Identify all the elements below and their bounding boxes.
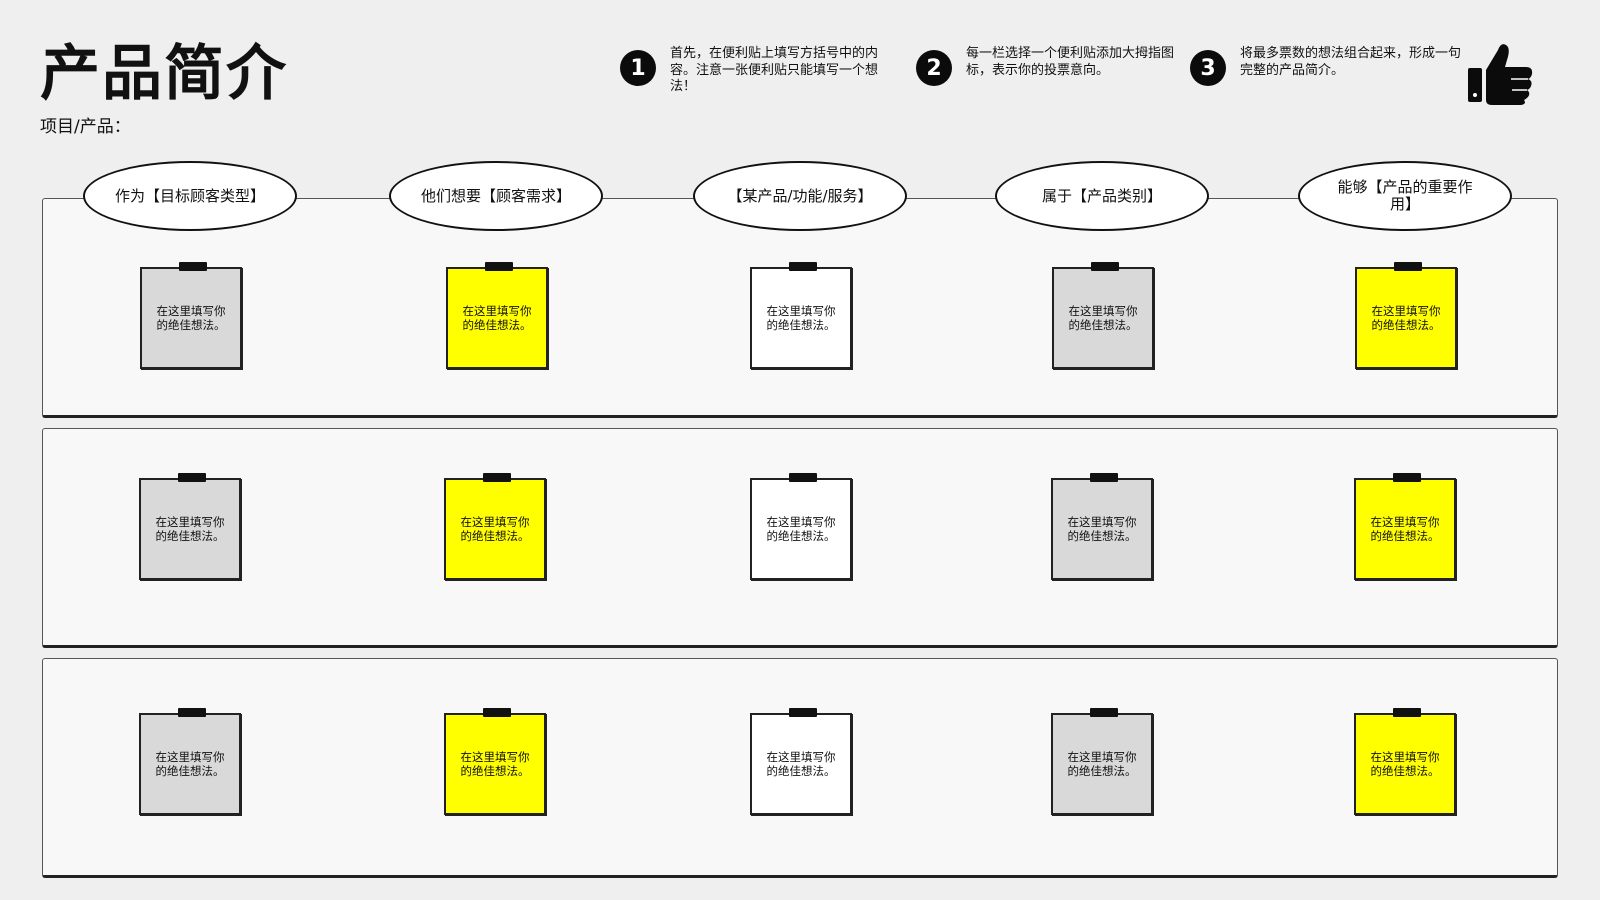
sticky-note-text[interactable]: 在这里填写你的绝佳想法。 bbox=[1067, 515, 1137, 543]
instruction-step-3: 3 将最多票数的想法组合起来，形成一句完整的产品简介。 bbox=[1190, 46, 1462, 86]
sticky-note-text[interactable]: 在这里填写你的绝佳想法。 bbox=[766, 750, 836, 778]
page-title: 产品简介 bbox=[40, 39, 288, 109]
tape-strip bbox=[483, 473, 511, 482]
tape-strip bbox=[485, 262, 513, 271]
step-number-badge: 3 bbox=[1190, 50, 1226, 86]
instruction-step-1: 1 首先，在便利贴上填写方括号中的内容。注意一张便利贴只能填写一个想法！ bbox=[620, 46, 892, 96]
sticky-note[interactable]: 在这里填写你的绝佳想法。 bbox=[750, 473, 852, 580]
tape-strip bbox=[1090, 473, 1118, 482]
sticky-note[interactable]: 在这里填写你的绝佳想法。 bbox=[139, 473, 241, 580]
tape-strip bbox=[789, 473, 817, 482]
sticky-note[interactable]: 在这里填写你的绝佳想法。 bbox=[446, 262, 548, 369]
sticky-note[interactable]: 在这里填写你的绝佳想法。 bbox=[1051, 708, 1153, 815]
sticky-note[interactable]: 在这里填写你的绝佳想法。 bbox=[140, 262, 242, 369]
step-text: 每一栏选择一个便利贴添加大拇指图标，表示你的投票意向。 bbox=[966, 46, 1175, 78]
sticky-note-text[interactable]: 在这里填写你的绝佳想法。 bbox=[1371, 304, 1441, 332]
sticky-note-text[interactable]: 在这里填写你的绝佳想法。 bbox=[766, 304, 836, 332]
sticky-note-text[interactable]: 在这里填写你的绝佳想法。 bbox=[156, 304, 226, 332]
tape-strip bbox=[1091, 262, 1119, 271]
sticky-note[interactable]: 在这里填写你的绝佳想法。 bbox=[750, 708, 852, 815]
sticky-note-text[interactable]: 在这里填写你的绝佳想法。 bbox=[1370, 515, 1440, 543]
sticky-note[interactable]: 在这里填写你的绝佳想法。 bbox=[1052, 262, 1154, 369]
column-header-target-customer: 作为【目标顾客类型】 bbox=[83, 161, 297, 231]
sticky-note[interactable]: 在这里填写你的绝佳想法。 bbox=[139, 708, 241, 815]
thumbs-up-icon[interactable] bbox=[1466, 40, 1536, 106]
tape-strip bbox=[178, 473, 206, 482]
sticky-note-text[interactable]: 在这里填写你的绝佳想法。 bbox=[1068, 304, 1138, 332]
tape-strip bbox=[178, 708, 206, 717]
step-text: 首先，在便利贴上填写方括号中的内容。注意一张便利贴只能填写一个想法！ bbox=[670, 46, 879, 94]
step-number-badge: 2 bbox=[916, 50, 952, 86]
sticky-note[interactable]: 在这里填写你的绝佳想法。 bbox=[1354, 473, 1456, 580]
project-product-label: 项目/产品： bbox=[40, 117, 131, 137]
sticky-note[interactable]: 在这里填写你的绝佳想法。 bbox=[1354, 708, 1456, 815]
tape-strip bbox=[1090, 708, 1118, 717]
sticky-note-text[interactable]: 在这里填写你的绝佳想法。 bbox=[155, 750, 225, 778]
sticky-note-text[interactable]: 在这里填写你的绝佳想法。 bbox=[462, 304, 532, 332]
sticky-note-text[interactable]: 在这里填写你的绝佳想法。 bbox=[1370, 750, 1440, 778]
sticky-note-text[interactable]: 在这里填写你的绝佳想法。 bbox=[460, 515, 530, 543]
sticky-note[interactable]: 在这里填写你的绝佳想法。 bbox=[444, 708, 546, 815]
tape-strip bbox=[789, 708, 817, 717]
step-text: 将最多票数的想法组合起来，形成一句完整的产品简介。 bbox=[1240, 46, 1462, 78]
sticky-note-text[interactable]: 在这里填写你的绝佳想法。 bbox=[1067, 750, 1137, 778]
sticky-note[interactable]: 在这里填写你的绝佳想法。 bbox=[1051, 473, 1153, 580]
tape-strip bbox=[483, 708, 511, 717]
tape-strip bbox=[1393, 708, 1421, 717]
sticky-note[interactable]: 在这里填写你的绝佳想法。 bbox=[1355, 262, 1457, 369]
column-header-product-feature-service: 【某产品/功能/服务】 bbox=[693, 161, 907, 231]
tape-strip bbox=[789, 262, 817, 271]
tape-strip bbox=[1393, 473, 1421, 482]
sticky-note[interactable]: 在这里填写你的绝佳想法。 bbox=[444, 473, 546, 580]
column-header-product-category: 属于【产品类别】 bbox=[995, 161, 1209, 231]
step-number-badge: 1 bbox=[620, 50, 656, 86]
instruction-step-2: 2 每一栏选择一个便利贴添加大拇指图标，表示你的投票意向。 bbox=[916, 46, 1188, 86]
tape-strip bbox=[1394, 262, 1422, 271]
board-row-2 bbox=[42, 428, 1558, 648]
sticky-note-text[interactable]: 在这里填写你的绝佳想法。 bbox=[155, 515, 225, 543]
sticky-note[interactable]: 在这里填写你的绝佳想法。 bbox=[750, 262, 852, 369]
sticky-note-text[interactable]: 在这里填写你的绝佳想法。 bbox=[460, 750, 530, 778]
column-header-customer-need: 他们想要【顾客需求】 bbox=[389, 161, 603, 231]
tape-strip bbox=[179, 262, 207, 271]
sticky-note-text[interactable]: 在这里填写你的绝佳想法。 bbox=[766, 515, 836, 543]
column-header-key-benefit: 能够【产品的重要作用】 bbox=[1298, 161, 1512, 231]
